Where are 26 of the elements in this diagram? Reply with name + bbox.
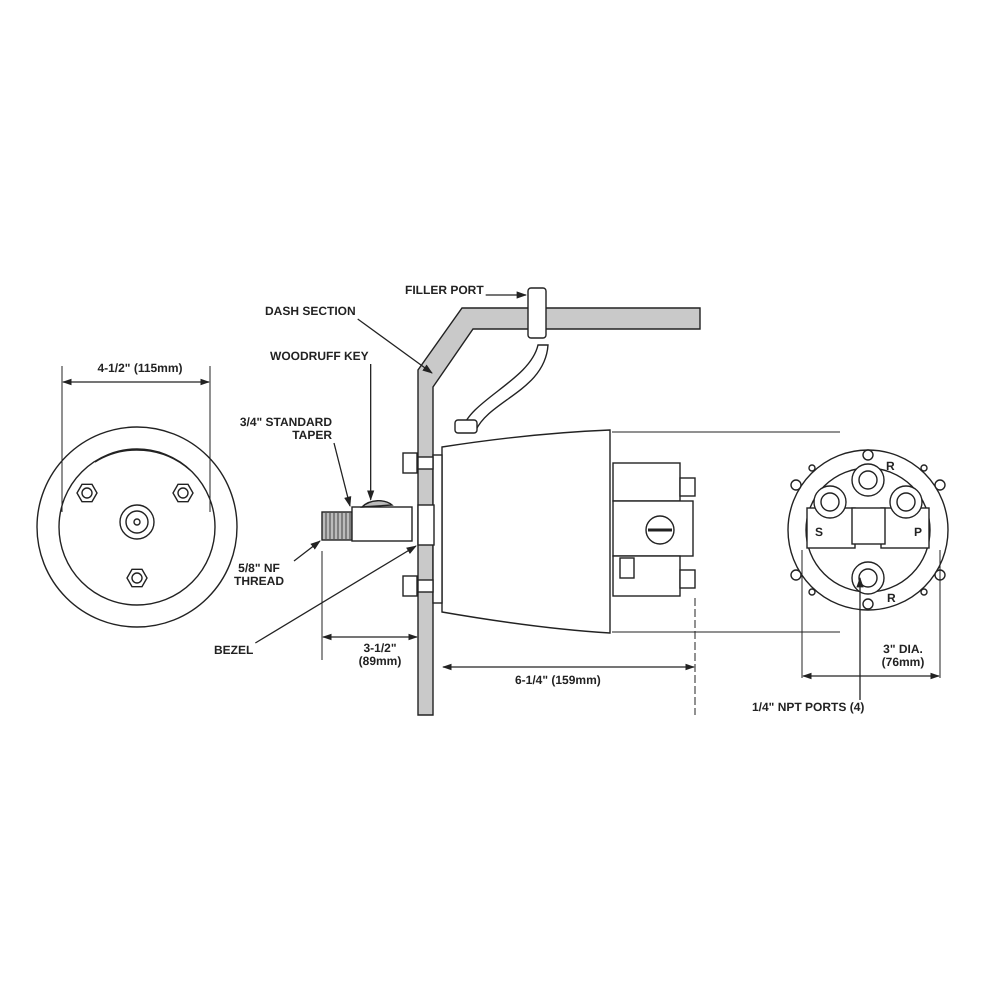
threaded-shaft-end [321,511,353,541]
leader-line [856,576,864,700]
dimension-label: 4-1/2" (115mm) [96,362,184,375]
port-letter: R [887,592,896,605]
callout-label: BEZEL [214,644,254,657]
callout-label: 1/4" NPT PORTS (4) [752,701,864,714]
port-letter: S [815,526,824,539]
callout-label: FILLER PORT [405,284,484,297]
shaft-key [361,500,393,508]
leader-line [255,545,417,644]
callout-label: WOODRUFF KEY [270,350,369,363]
dimension-label: 6-1/4" (159mm) [515,674,601,687]
leader-line [333,442,352,507]
tapered-shaft [351,506,413,542]
leader-line [357,318,433,374]
callout-label: 3/4" STANDARD TAPER [222,416,332,442]
callout-label: DASH SECTION [265,305,356,318]
leader-line [486,291,528,299]
bezel-nut [417,504,435,546]
dimension-label: 3-1/2" (89mm) [358,642,402,668]
port-letter: P [914,526,922,539]
leader-line [367,364,374,501]
dimension-label: 3" DIA. (76mm) [880,643,926,669]
port-letter: R [886,460,895,473]
callout-label: 5/8" NF THREAD [226,562,292,588]
leader-line [294,540,321,562]
